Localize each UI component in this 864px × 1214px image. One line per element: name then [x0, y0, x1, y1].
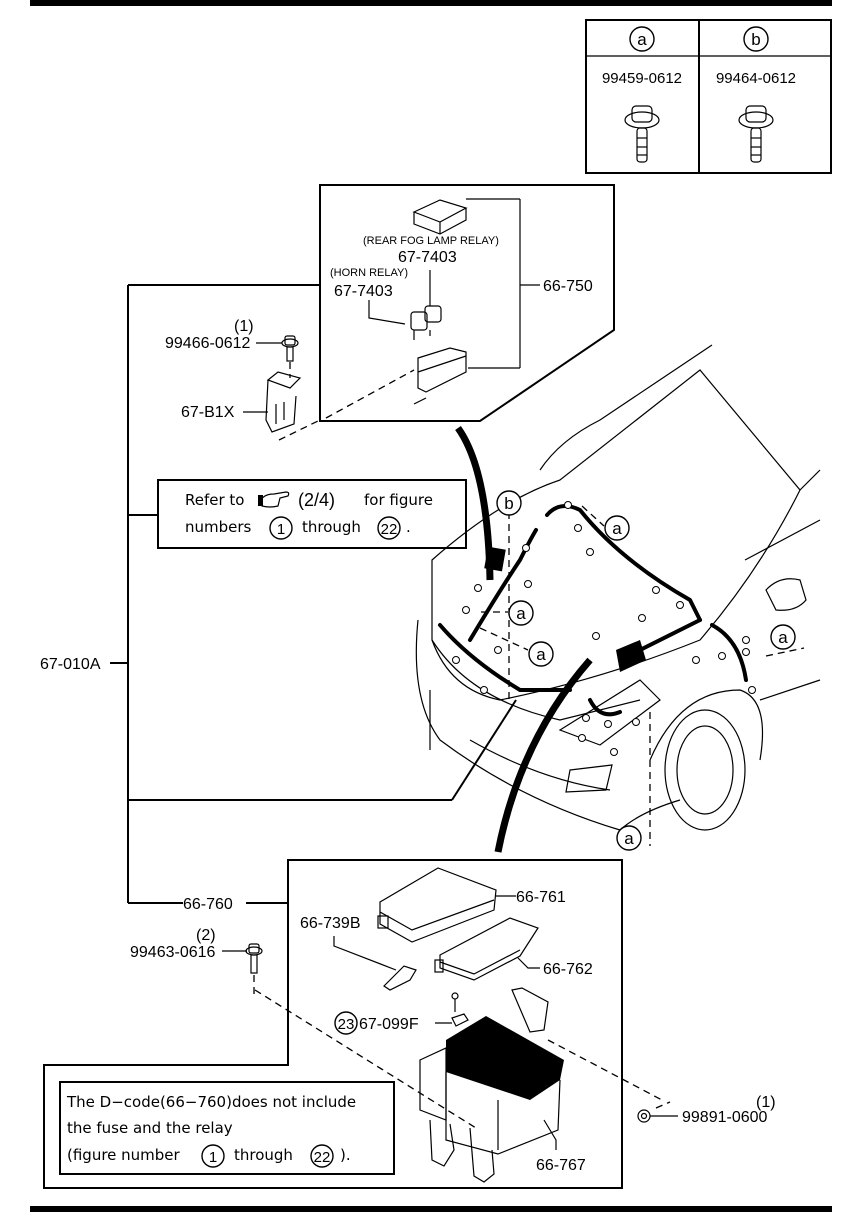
fuse-block-cover-lower-icon[interactable] [434, 917, 539, 981]
flange-nut-icon[interactable] [637, 1109, 651, 1123]
refer-note-suffix: for figure [364, 491, 433, 509]
dcode-note-line2: the fuse and the relay [67, 1119, 233, 1137]
callout-label: b [504, 494, 513, 513]
clip-icon[interactable] [383, 965, 417, 991]
callout-label: a [778, 628, 788, 647]
bracket-bolt-qty: (1) [234, 318, 254, 335]
fuse-block-nut-group: (1) 99891-0600 [637, 1094, 776, 1126]
dcode-note-to-number: 22 [314, 1149, 331, 1166]
fuse-block-nut-qty: (1) [756, 1094, 776, 1111]
relay-base-icon[interactable] [413, 347, 467, 405]
callout-a-car[interactable]: a [770, 624, 796, 650]
refer-note-page-ref[interactable]: (2/4) [298, 490, 335, 510]
fuse-block-bolt-qty: (2) [196, 927, 216, 944]
refer-note-end: . [406, 518, 411, 536]
refer-note: Refer to (2/4) for figure numbers 1 thro… [157, 479, 467, 549]
fuse-block-nut-part[interactable]: 99891-0600 [682, 1109, 768, 1126]
fuse-block-bracket-icon[interactable] [419, 987, 564, 1183]
dcode-note-line3: (figure number [67, 1146, 181, 1164]
callout-label: a [624, 829, 634, 848]
fuse-part[interactable]: 67-099F [359, 1016, 419, 1033]
flange-bolt-icon [738, 105, 774, 163]
harness-sweep-upper [455, 425, 494, 581]
bolt-icon[interactable] [281, 335, 299, 362]
refer-note-to-number: 22 [381, 521, 398, 538]
fuse-block-bracket-part[interactable]: 66-767 [536, 1157, 586, 1174]
rear-fog-relay-name: (REAR FOG LAMP RELAY) [363, 235, 499, 247]
rear-fog-relay-part[interactable]: 67-7403 [398, 249, 457, 266]
callout-a-car[interactable]: a [528, 641, 554, 667]
refer-note-line2: numbers [185, 518, 252, 536]
harness-leader: 67-010A [40, 284, 517, 904]
fuse-block-cover-upper-icon[interactable] [377, 867, 497, 943]
horn-relay-part[interactable]: 67-7403 [334, 283, 393, 300]
dcode-note-from-number: 1 [209, 1149, 217, 1166]
fuse-block-assembly-part[interactable]: 66-760 [183, 896, 233, 913]
pointing-hand-icon [258, 491, 290, 508]
callout-label: a [536, 645, 546, 664]
fuse-block-bolt-part[interactable]: 99463-0616 [130, 944, 216, 961]
dcode-note-end: ). [340, 1146, 351, 1164]
bottom-border-bar [30, 1206, 832, 1212]
fastener-part-number-b: 99464-0612 [716, 70, 796, 87]
dcode-note-through: through [234, 1146, 293, 1164]
top-border-bar [30, 0, 832, 6]
callout-a-circle [629, 26, 655, 52]
relay-icon[interactable] [410, 305, 442, 340]
callout-b-car[interactable]: b [496, 490, 522, 516]
fuse-block-bolt-group: (2) 99463-0616 [130, 927, 263, 995]
callout-label: a [516, 604, 526, 623]
dcode-note: The D−code(66−760)does not include the f… [59, 1081, 395, 1175]
bolt-icon[interactable] [245, 943, 263, 974]
vehicle-front-illustration: b a a a a a [415, 344, 821, 853]
callout-a-car[interactable]: a [616, 825, 642, 851]
refer-note-from-number: 1 [277, 521, 285, 538]
relay-box-assembly-part[interactable]: 66-750 [543, 278, 593, 295]
fastener-column-b[interactable]: b 99464-0612 [716, 26, 796, 163]
dcode-note-line1: The D−code(66−760)does not include [66, 1093, 356, 1111]
fuse-block-clip-part[interactable]: 66-739B [300, 915, 361, 932]
fuse-figure-number: 23 [338, 1016, 355, 1033]
fastener-key-b: b [751, 30, 760, 49]
fuse-block-cover-lower-part[interactable]: 66-762 [543, 961, 593, 978]
fastener-key-a: a [637, 30, 647, 49]
mounting-bracket-icon[interactable] [265, 371, 302, 433]
relay-cover-icon[interactable] [412, 199, 468, 235]
refer-note-prefix: Refer to [185, 491, 244, 509]
callout-b-circle [743, 26, 769, 52]
flange-bolt-icon [624, 105, 660, 163]
fuse-block-cover-upper-part[interactable]: 66-761 [516, 889, 566, 906]
harness-sweep-lower [494, 657, 593, 853]
horn-relay-name: (HORN RELAY) [330, 267, 408, 279]
fuse-block-callout: 66-760 66-761 66-762 66-739B 23 67-099F [43, 859, 671, 1189]
callout-label: a [612, 519, 622, 538]
bracket-group: (1) 99466-0612 67-B1X [165, 318, 321, 441]
bracket-bolt-part[interactable]: 99466-0612 [165, 335, 251, 352]
callout-a-car[interactable]: a [508, 600, 534, 626]
fastener-table: a 99459-0612 b 99464-0612 [585, 19, 832, 174]
fuse-icon[interactable] [451, 992, 469, 1027]
bracket-part[interactable]: 67-B1X [181, 404, 235, 421]
callout-a-car[interactable]: a [604, 515, 630, 541]
relay-box-callout: (REAR FOG LAMP RELAY) 67-7403 (HORN RELA… [319, 184, 615, 422]
fuse-figure-number-circle [334, 1011, 358, 1035]
fastener-part-number-a: 99459-0612 [602, 70, 682, 87]
fastener-column-a[interactable]: a 99459-0612 [602, 26, 682, 163]
harness-part[interactable]: 67-010A [40, 656, 101, 673]
refer-note-through: through [302, 518, 361, 536]
